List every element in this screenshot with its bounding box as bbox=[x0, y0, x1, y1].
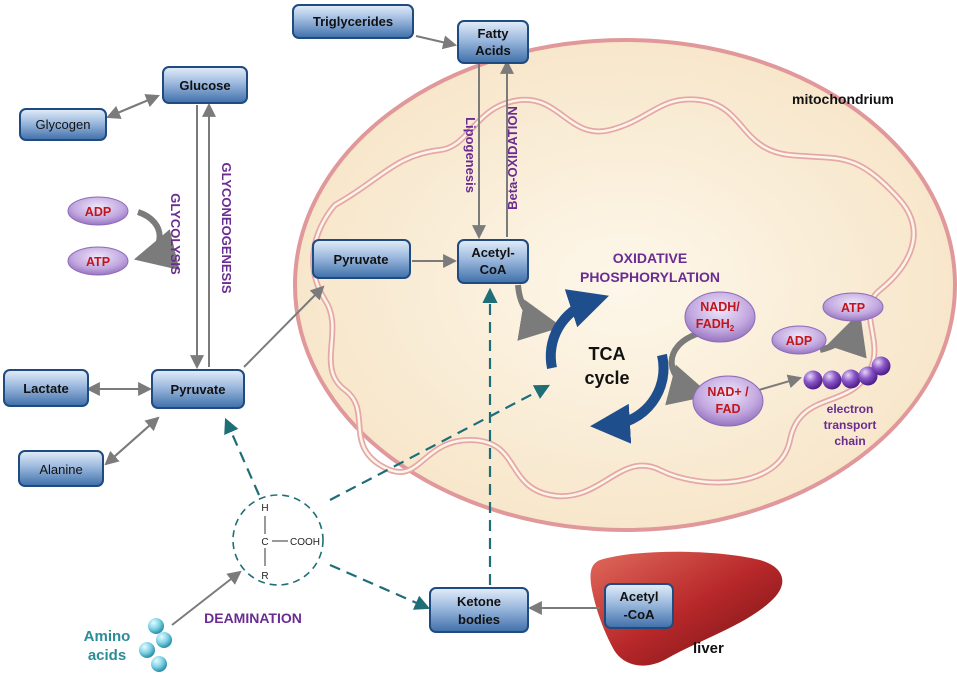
node-pyruvate-mitochondrion: Pyruvate bbox=[312, 239, 411, 279]
node-glucose: Glucose bbox=[162, 66, 248, 104]
node-alanine: Alanine bbox=[18, 450, 104, 487]
svg-text:CoA: CoA bbox=[480, 262, 507, 277]
arrow-triglycerides-fatty-acids bbox=[415, 35, 458, 50]
etc-label-line2: transport bbox=[824, 418, 877, 432]
teal-dashed-arrows bbox=[224, 287, 551, 610]
ellipse-adp-left: ADP bbox=[67, 196, 129, 226]
svg-text:NAD+ /: NAD+ / bbox=[707, 385, 749, 399]
glycolysis-label: GLYCOLYSIS bbox=[168, 193, 183, 275]
amino-acid-balls bbox=[139, 618, 172, 672]
svg-text:Acids: Acids bbox=[475, 43, 510, 58]
svg-text:bodies: bodies bbox=[458, 612, 500, 627]
deamination-label: DEAMINATION bbox=[204, 610, 302, 626]
svg-text:Triglycerides: Triglycerides bbox=[313, 14, 393, 29]
svg-text:NADH/: NADH/ bbox=[700, 300, 740, 314]
node-acetyl-coa-mitochondrion: Acetyl- CoA bbox=[457, 239, 529, 284]
arrow-amino-ketone bbox=[329, 563, 431, 610]
lipogenesis-label: Lipogenesis bbox=[463, 117, 478, 193]
svg-text:Acetyl: Acetyl bbox=[619, 589, 658, 604]
arrow-nad-etc bbox=[751, 374, 803, 393]
tca-label-line2: cycle bbox=[584, 368, 629, 388]
svg-text:Pyruvate: Pyruvate bbox=[171, 382, 226, 397]
amino-acids-label-line2: acids bbox=[88, 647, 126, 664]
node-acetyl-coa-liver: Acetyl -CoA bbox=[604, 583, 674, 629]
mitochondrion-label: mitochondrium bbox=[792, 91, 894, 107]
amino-h: H bbox=[261, 503, 268, 514]
arrow-alanine-pyruvate bbox=[105, 416, 160, 465]
node-triglycerides: Triglycerides bbox=[292, 4, 414, 39]
svg-text:Ketone: Ketone bbox=[457, 594, 501, 609]
node-pyruvate: Pyruvate bbox=[151, 369, 245, 409]
node-fatty-acids: Fatty Acids bbox=[457, 20, 529, 64]
arrow-adp-atp-left bbox=[133, 209, 180, 271]
arrow-pyruvate-mito-pyruvate bbox=[243, 285, 325, 368]
amino-c: C bbox=[261, 537, 268, 548]
arrow-acetyl-coa-tca bbox=[515, 284, 563, 341]
tca-arrow-upper bbox=[545, 289, 610, 370]
etc-label-line3: chain bbox=[834, 434, 865, 448]
beta-oxidation-label: Beta-OXIDATION bbox=[505, 106, 520, 210]
svg-text:ATP: ATP bbox=[841, 301, 865, 315]
mitochondrion bbox=[293, 38, 957, 532]
glyconeogenesis-label: GLYCONEOGENESIS bbox=[219, 163, 234, 294]
svg-text:Fatty: Fatty bbox=[477, 26, 509, 41]
ellipse-atp-left: ATP bbox=[67, 246, 129, 276]
svg-text:Pyruvate: Pyruvate bbox=[334, 252, 389, 267]
arrow-amino-acids-amino-structure bbox=[171, 570, 242, 626]
nadh-line2: FADH bbox=[696, 317, 730, 331]
svg-text:-CoA: -CoA bbox=[623, 607, 655, 622]
node-ketone-bodies: Ketone bodies bbox=[429, 587, 529, 633]
svg-text:ADP: ADP bbox=[786, 334, 812, 348]
svg-text:Lactate: Lactate bbox=[23, 381, 69, 396]
arrow-adp-atp-right bbox=[819, 312, 867, 359]
arrow-amino-tca bbox=[329, 384, 551, 501]
svg-text:Acetyl-: Acetyl- bbox=[471, 245, 514, 260]
nadh-subscript: 2 bbox=[730, 324, 735, 333]
arrow-glycogen-glucose bbox=[107, 94, 160, 118]
arrow-amino-pyruvate bbox=[224, 417, 261, 496]
amino-r: R bbox=[261, 571, 268, 582]
ellipse-adp-right: ADP bbox=[771, 325, 827, 355]
tca-cycle bbox=[545, 289, 669, 444]
etc-molecule bbox=[803, 356, 891, 390]
tca-arrow-lower bbox=[590, 353, 669, 444]
svg-text:Glucose: Glucose bbox=[179, 78, 230, 93]
svg-text:ADP: ADP bbox=[85, 205, 111, 219]
ellipse-atp-right: ATP bbox=[822, 292, 884, 322]
svg-text:Alanine: Alanine bbox=[39, 462, 82, 477]
ellipse-nad-fad: NAD+ / FAD bbox=[692, 375, 764, 427]
node-lactate: Lactate bbox=[3, 369, 89, 407]
etc-label-line1: electron bbox=[827, 402, 874, 416]
svg-text:Glycogen: Glycogen bbox=[36, 117, 91, 132]
oxidative-label-line2: PHOSPHORYLATION bbox=[580, 269, 720, 285]
svg-text:FADH2: FADH2 bbox=[696, 317, 735, 333]
liver-organ bbox=[590, 551, 783, 666]
oxidative-label-line1: OXIDATIVE bbox=[613, 250, 687, 266]
ellipse-nadh-fadh2: NADH/ FADH2 bbox=[684, 291, 756, 343]
svg-text:ATP: ATP bbox=[86, 255, 110, 269]
tca-label-line1: TCA bbox=[589, 344, 626, 364]
amino-acids-label-line1: Amino bbox=[84, 628, 131, 645]
liver-label: liver bbox=[693, 640, 724, 657]
arrow-nadh-nad bbox=[665, 330, 712, 406]
node-glycogen: Glycogen bbox=[19, 108, 107, 141]
amino-cooh: COOH bbox=[290, 537, 320, 548]
svg-text:FAD: FAD bbox=[716, 402, 741, 416]
grey-arrows bbox=[85, 35, 867, 626]
amino-acid-structure: H C COOH R bbox=[232, 494, 324, 586]
